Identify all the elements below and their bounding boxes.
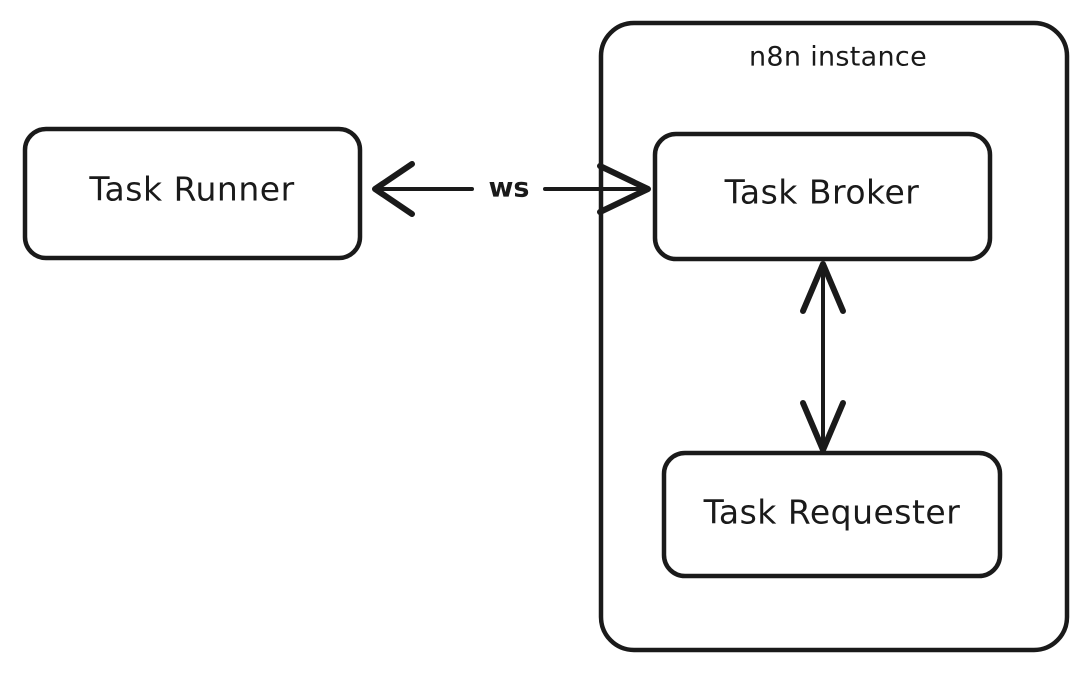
edge-runner-broker-label: ws <box>488 173 529 204</box>
edge-runner-broker-label-backdrop <box>478 172 540 206</box>
edge-broker-requester-arrowhead-bottom <box>800 400 846 453</box>
node-task-runner-label: Task Runner <box>88 170 294 209</box>
node-task-requester-outline <box>661 450 1003 579</box>
edge-runner-broker[interactable]: ws <box>372 161 651 217</box>
node-task-broker[interactable]: Task Broker <box>652 131 993 262</box>
edge-runner-broker-arrowhead-left <box>372 161 415 217</box>
node-task-requester[interactable]: Task Requester <box>661 450 1003 579</box>
edge-runner-broker-arrowhead-right <box>597 163 651 215</box>
node-task-runner-outline <box>22 126 363 261</box>
node-task-runner[interactable]: Task Runner <box>22 126 363 261</box>
edge-broker-requester[interactable] <box>800 261 846 453</box>
node-task-broker-label: Task Broker <box>724 173 920 212</box>
node-task-broker-outline <box>652 131 993 262</box>
edge-broker-requester-arrowhead-top <box>800 261 846 314</box>
n8n-instance-title: n8n instance <box>749 42 927 73</box>
node-task-requester-label: Task Requester <box>703 493 961 532</box>
